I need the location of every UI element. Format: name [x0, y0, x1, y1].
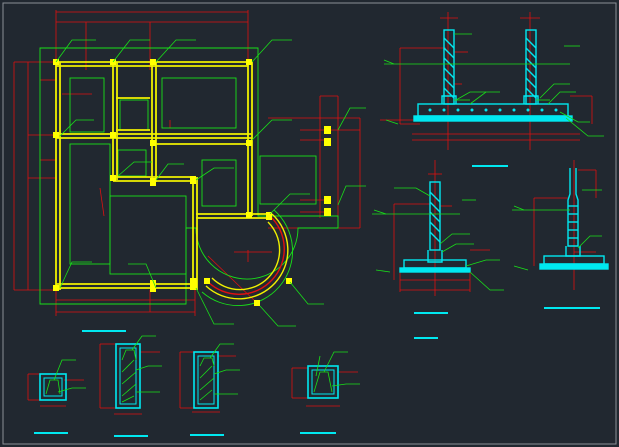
- section-double-wall: [380, 12, 604, 167]
- column-section-1: [27, 359, 86, 434]
- column-section-3: [179, 343, 240, 436]
- section-wall-profile: [512, 160, 609, 309]
- plan-curved-bay: [201, 209, 293, 306]
- plan-footing-outlines: [39, 47, 339, 305]
- column-section-2: [99, 335, 162, 437]
- plan-column-markers: [53, 59, 331, 306]
- plan-leader-lines: [55, 39, 366, 327]
- section-single-wall: [372, 160, 504, 339]
- column-section-4: [291, 351, 360, 434]
- foundation-plan: [13, 10, 366, 332]
- plan-walls: [55, 61, 270, 290]
- plan-dimension-lines: [13, 10, 361, 316]
